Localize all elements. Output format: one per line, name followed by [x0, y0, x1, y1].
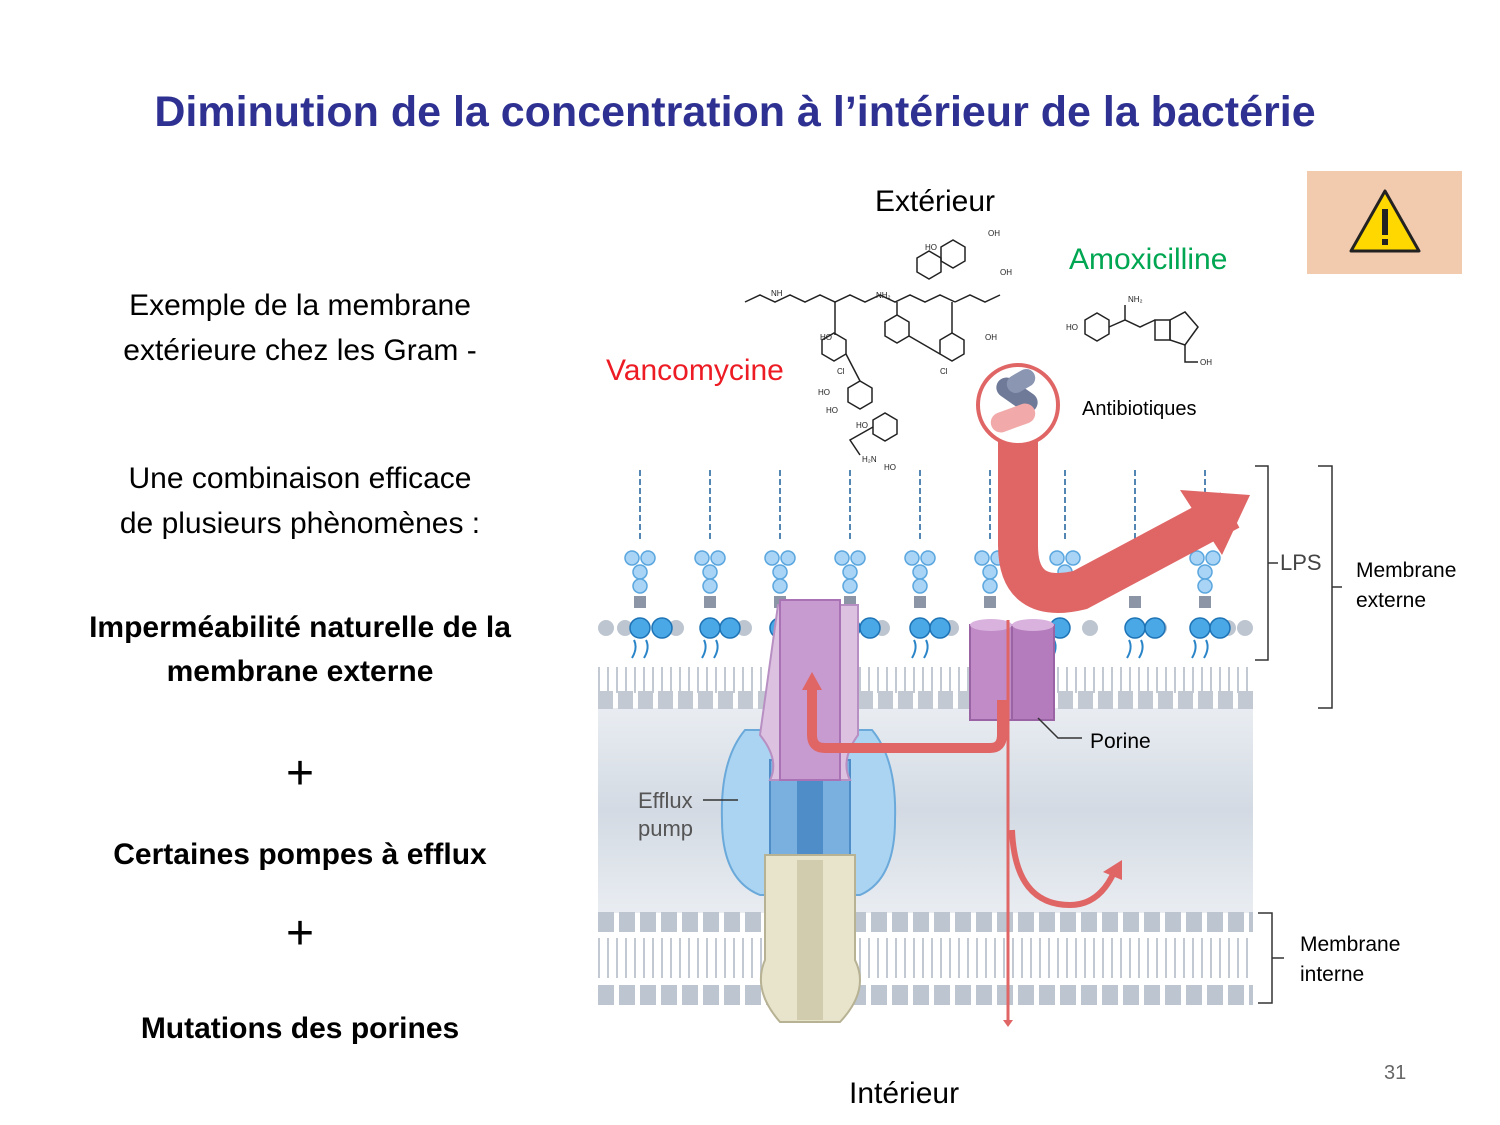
chem-label-ho-7: HO	[1066, 323, 1078, 332]
amoxicillin-label: Amoxicilline	[1069, 243, 1228, 276]
chem-label-ho-6: HO	[884, 463, 896, 472]
amoxicillin-structure	[1084, 305, 1199, 363]
vancomycin-structure	[744, 239, 1001, 456]
porin	[969, 619, 1055, 721]
efflux-pump	[720, 599, 897, 1023]
example-line-1: Exemple de la membrane	[129, 289, 471, 322]
chem-label-cl-2: Cl	[940, 367, 948, 376]
brackets	[703, 465, 1342, 1004]
impermeability-line-1: Imperméabilité naturelle de la	[89, 611, 511, 644]
warning-triangle-icon	[1349, 189, 1421, 253]
plus-sign-2: +	[285, 907, 315, 960]
chem-label-nh2-a: NH₂	[1128, 295, 1143, 304]
porin-label: Porine	[1090, 730, 1151, 753]
inner-membrane	[598, 912, 1253, 1005]
interior-label: Intérieur	[849, 1077, 960, 1110]
chem-label-nh2-v: NH₂	[876, 291, 891, 300]
inner-membrane-label-1: Membrane	[1300, 933, 1401, 956]
warning-box	[1307, 171, 1462, 274]
chem-label-oh-3: OH	[985, 333, 997, 342]
chem-label-oh-1: OH	[988, 229, 1000, 238]
inner-membrane-label-2: interne	[1300, 963, 1365, 986]
chem-label-ho-4: HO	[826, 406, 838, 415]
efflux-pump-label-2: pump	[638, 816, 694, 841]
chem-label-nh: NH	[771, 289, 783, 298]
chem-label-oh-2: OH	[1000, 268, 1012, 277]
example-line-2: extérieure chez les Gram -	[123, 334, 477, 367]
porin-mutations-text: Mutations des porines	[140, 1012, 460, 1045]
periplasm	[598, 708, 1253, 913]
chem-label-ho-5: HO	[856, 421, 868, 430]
outer-membrane-label-1: Membrane	[1356, 559, 1457, 582]
outer-membrane-label-2: externe	[1356, 589, 1427, 612]
impermeability-line-2: membrane externe	[166, 655, 434, 688]
antibiotics-label: Antibiotiques	[1082, 398, 1197, 420]
combination-line-1: Une combinaison efficace	[128, 462, 472, 495]
antibiotic-arrows	[807, 440, 1240, 1025]
chem-label-h2n: H₂N	[862, 455, 877, 464]
plus-sign-1: +	[285, 747, 315, 800]
chem-label-oh-4: OH	[1200, 358, 1212, 367]
outer-membrane-inner-leaflet	[598, 667, 1253, 709]
arrow-heads	[802, 490, 1250, 1027]
page-title: Diminution de la concentration à l’intér…	[154, 88, 1316, 136]
efflux-pumps-text: Certaines pompes à efflux	[113, 838, 487, 871]
page-number: 31	[1384, 1062, 1407, 1084]
lps-label: LPS	[1280, 550, 1322, 575]
chem-label-cl-1: Cl	[837, 367, 845, 376]
chem-label-ho-3: HO	[818, 388, 830, 397]
exterior-label: Extérieur	[875, 185, 996, 218]
chem-label-ho-2: HO	[820, 333, 832, 342]
efflux-pump-label-1: Efflux	[638, 788, 693, 813]
combination-line-2: de plusieurs phènomènes :	[119, 507, 481, 540]
vancomycin-label: Vancomycine	[606, 354, 784, 387]
chem-label-ho-1: HO	[925, 243, 937, 252]
antibiotic-pills-icon	[976, 363, 1060, 447]
